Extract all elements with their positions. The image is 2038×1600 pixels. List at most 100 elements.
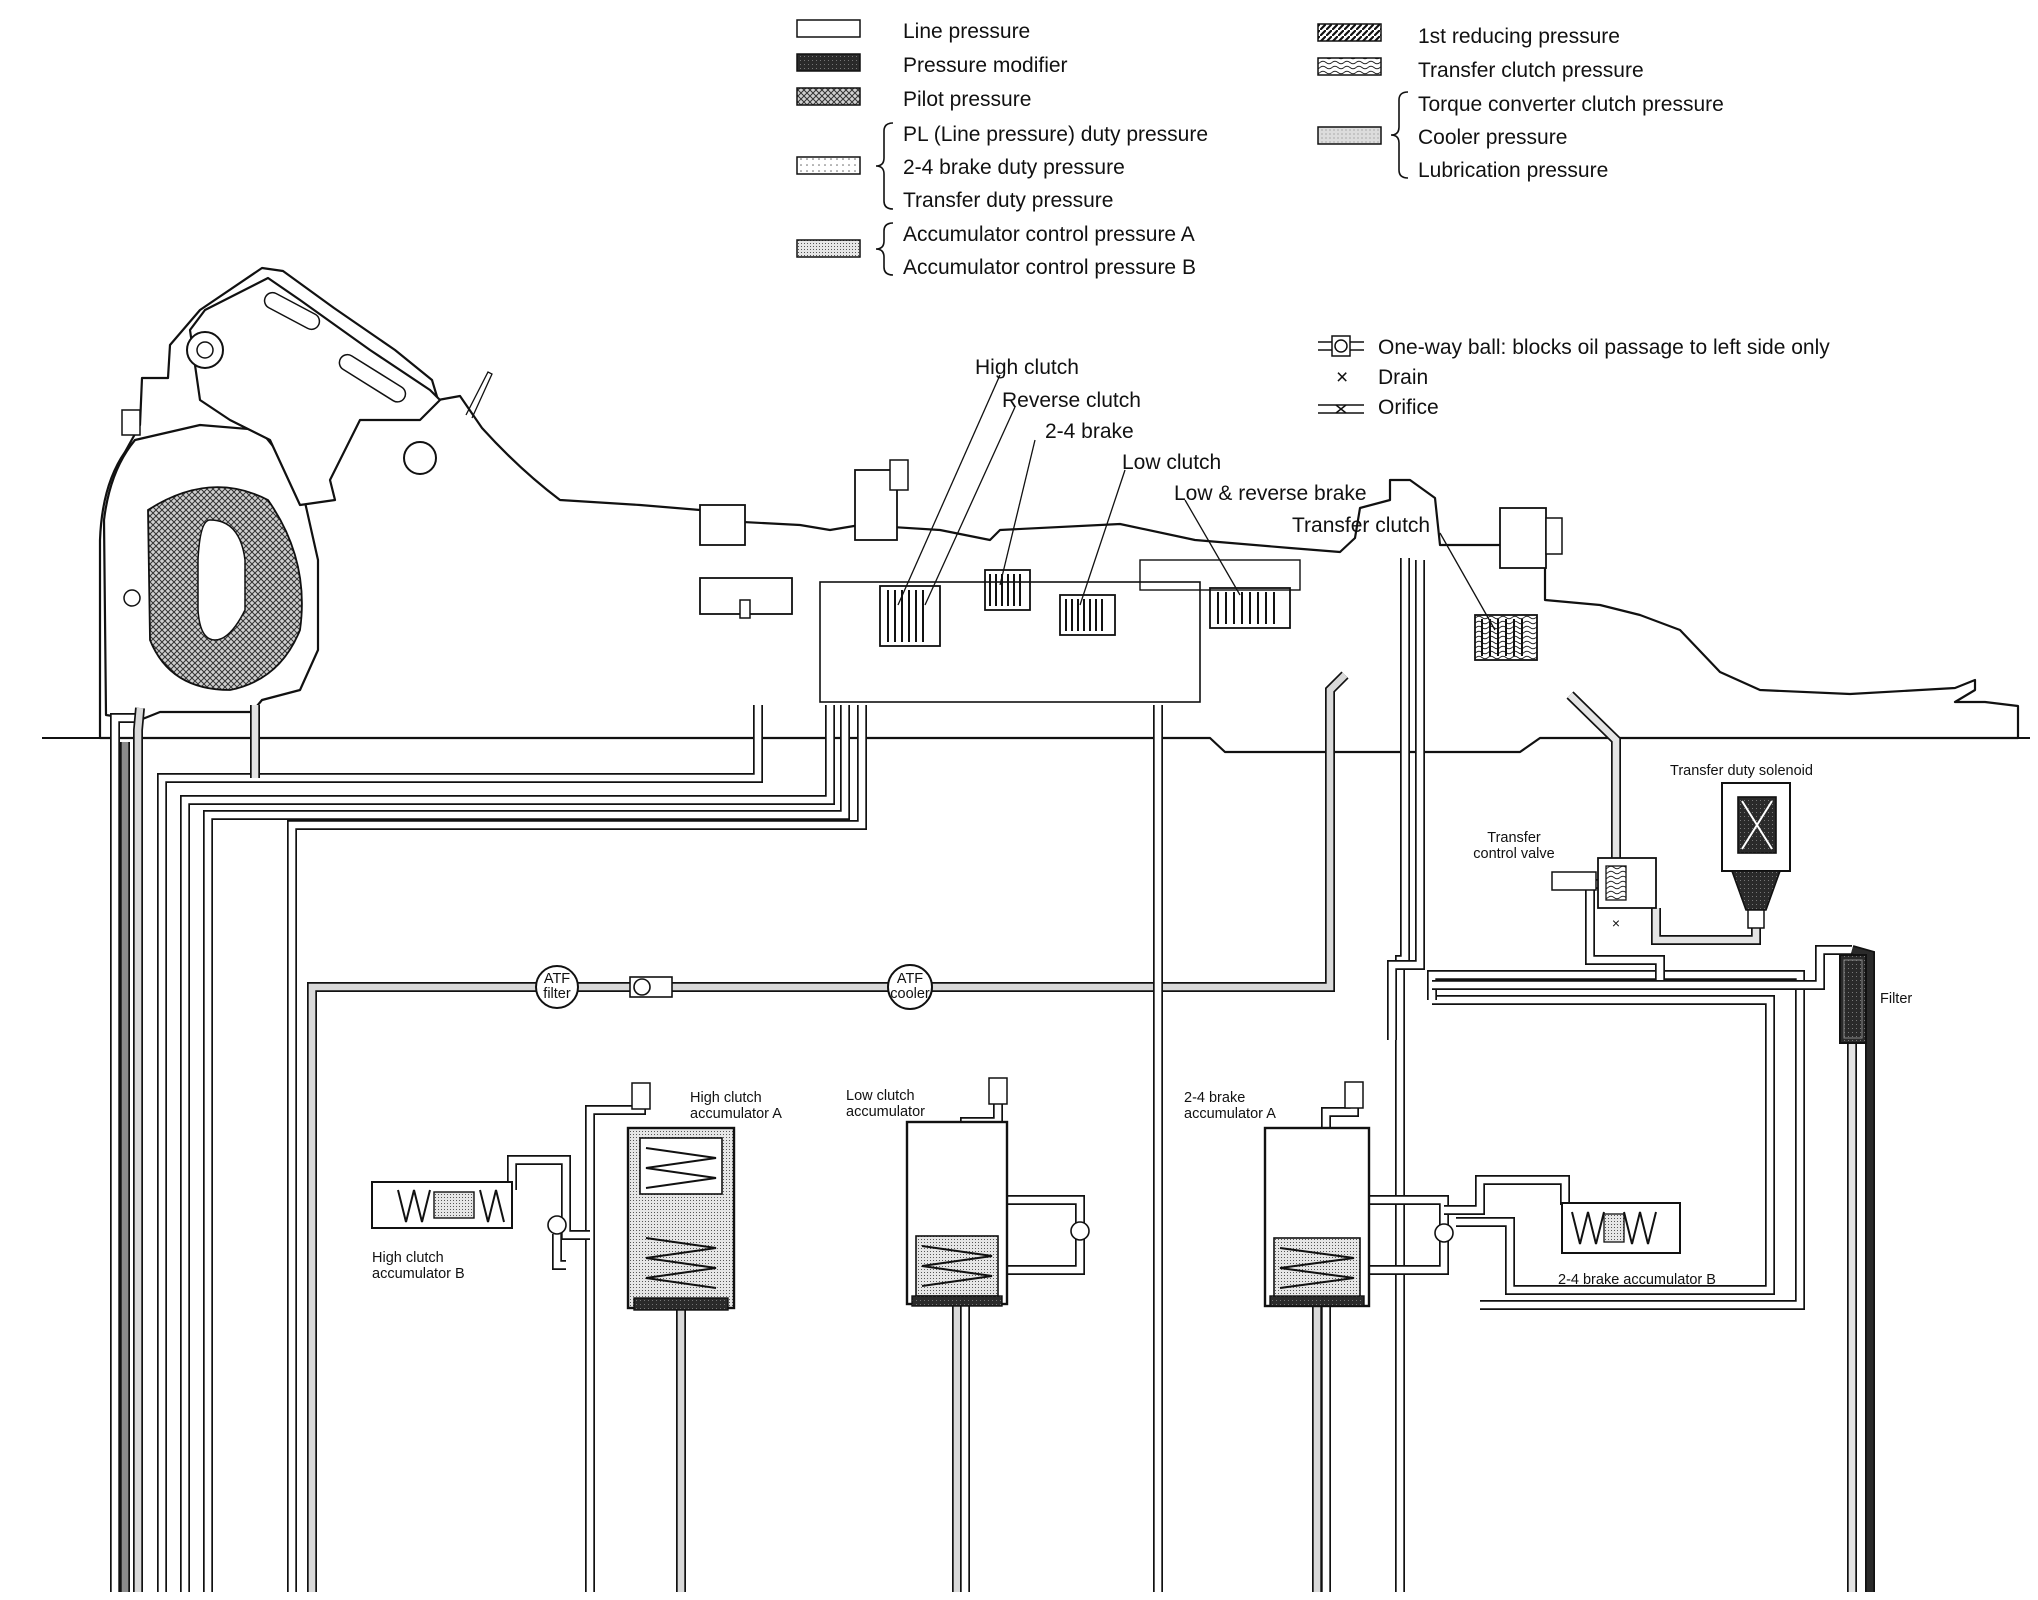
one-way-ball-icon [1318,335,1364,357]
symbol-label-orifice: Orifice [1378,396,1439,419]
brake-24-accumulator-b [1561,1202,1681,1254]
legend-label-tcc: Torque converter clutch pressure [1418,93,1724,116]
transfer-control-valve-icon: × [1551,857,1657,931]
high-clutch-accumulator-a [626,1082,736,1311]
filter-icon [1839,954,1867,1044]
low-clutch-pack [1059,594,1116,636]
valve-to-clutch-fill [1567,692,1620,858]
bolt-left [889,459,909,491]
b24b-link-fill [1444,1176,1569,1214]
atf-filter-icon [535,965,579,1009]
high-clutch-acc-a-label-1: High clutch [690,1090,762,1106]
filter-label: Filter [1880,991,1912,1007]
legend-swatch-pressure-modifier [796,53,861,72]
solenoid-to-valve-fill [1652,908,1760,944]
atf-filter-label-1: ATF [544,971,570,987]
transmission-case [42,266,2030,754]
front-boss [699,504,746,546]
valve-body-boss-right [1499,507,1547,569]
brake-24-acc-b-label: 2-4 brake accumulator B [1558,1272,1716,1288]
legend-label-line-pressure: Line pressure [903,20,1030,43]
legend-brace-duty [875,122,894,210]
callout-low-reverse-brake: Low & reverse brake [1174,482,1367,505]
brake-24-accumulator-a [1263,1081,1454,1308]
high-clutch-acc-b-label-2: accumulator B [372,1266,465,1282]
upper-arm [188,276,442,507]
legend-label-pressure-modifier: Pressure modifier [903,54,1068,77]
legend-label-acc-a: Accumulator control pressure A [903,223,1195,246]
legend-brace-accumulator [875,222,894,276]
converter-bolt [123,589,141,607]
shaft-nut [739,599,751,619]
lube-supply-fill [134,707,144,1592]
legend-swatch-line-pressure [796,19,861,38]
high-clutch-acc-a-label-2: accumulator A [690,1106,782,1122]
breather-rod [465,371,493,419]
legend-swatch-lube [1317,126,1382,145]
transfer-line-3-fill [1428,971,1804,1309]
high-clutch-accumulator-b [371,1181,567,1235]
symbol-label-one-way-ball: One-way ball: blocks oil passage to left… [1378,336,1830,359]
callout-transfer-clutch: Transfer clutch [1292,514,1430,537]
transfer-line-4-fill [1432,946,1852,989]
low-clutch-accumulator [905,1077,1090,1307]
legend-label-lubrication: Lubrication pressure [1418,159,1608,182]
legend-label-transfer-duty: Transfer duty pressure [903,189,1113,212]
symbol-label-drain: Drain [1378,366,1428,389]
line-pressure-d-passage [287,705,867,1592]
legend-brace-lube [1390,91,1409,179]
atf-cooler-label-2: cooler [890,986,930,1002]
orifice-icon [1318,404,1364,414]
drain-icon: × [1336,366,1348,389]
transfer-line-2-fill [1432,996,1774,1294]
line-pressure-b-fill [181,705,834,1592]
legend-label-acc-b: Accumulator control pressure B [903,256,1196,279]
transfer-control-valve-label-2: control valve [1473,846,1554,862]
lca-side-fill [1007,1196,1084,1274]
transfer-duty-solenoid-icon [1721,782,1791,929]
solenoid-to-valve-passage [1651,908,1761,945]
legend-swatch-duty-pressure [796,156,861,175]
cooler-return-fill [308,672,1348,1592]
hca-b-line-fill [553,1234,566,1269]
callout-low-clutch: Low clutch [1122,451,1221,474]
transfer-duty-solenoid-label: Transfer duty solenoid [1670,763,1813,779]
symbol-key: One-way ball: blocks oil passage to left… [1318,335,1830,419]
atf-cooler-label-1: ATF [897,971,923,987]
low-clutch-acc-label-1: Low clutch [846,1088,915,1104]
atf-check-ball-icon [629,976,673,998]
low-clutch-acc-label-2: accumulator [846,1104,925,1120]
legend-label-24-brake-duty: 2-4 brake duty pressure [903,156,1125,179]
callout-24-brake: 2-4 brake [1045,420,1134,443]
atf-cooler-icon [887,964,933,1010]
stud-left [121,409,141,436]
legend-swatch-transfer-clutch [1317,57,1382,76]
brake-24-acc-a-label-1: 2-4 brake [1184,1090,1245,1106]
transfer-control-valve-label-1: Transfer [1487,830,1541,846]
callout-high-clutch: High clutch [975,356,1079,379]
legend-label-1st-reducing: 1st reducing pressure [1418,25,1620,48]
b24a-side-passage [1369,1195,1449,1275]
legend-label-pilot-pressure: Pilot pressure [903,88,1031,111]
transfer-duty-line-fill [1851,946,1874,1592]
mount-hole-a-inner [196,341,214,359]
slot-a [263,291,321,331]
hydraulic-circuit [110,558,1875,1592]
line-pressure-c-fill [204,705,849,1592]
legend-label-transfer-clutch: Transfer clutch pressure [1418,59,1644,82]
hca-side-fill [508,1156,590,1239]
b24a-side-fill [1369,1196,1448,1274]
line-pressure-c-passage [203,705,850,1592]
line-pressure-a-fill [158,705,762,1592]
drain-mark: × [1612,915,1620,931]
mount-hole-b [403,441,437,475]
atf-filter-label-2: filter [543,986,571,1002]
line-pressure-main-fill [111,714,140,1592]
slot-b [338,353,407,403]
pressure-legend: Line pressure Pressure modifier Pilot pr… [796,19,1724,279]
callout-leaders [897,374,1496,631]
case-outline [98,266,2020,754]
legend-swatch-pilot-pressure [796,87,861,106]
high-clutch-acc-b-label-1: High clutch [372,1250,444,1266]
drum-assembly [819,581,1201,703]
